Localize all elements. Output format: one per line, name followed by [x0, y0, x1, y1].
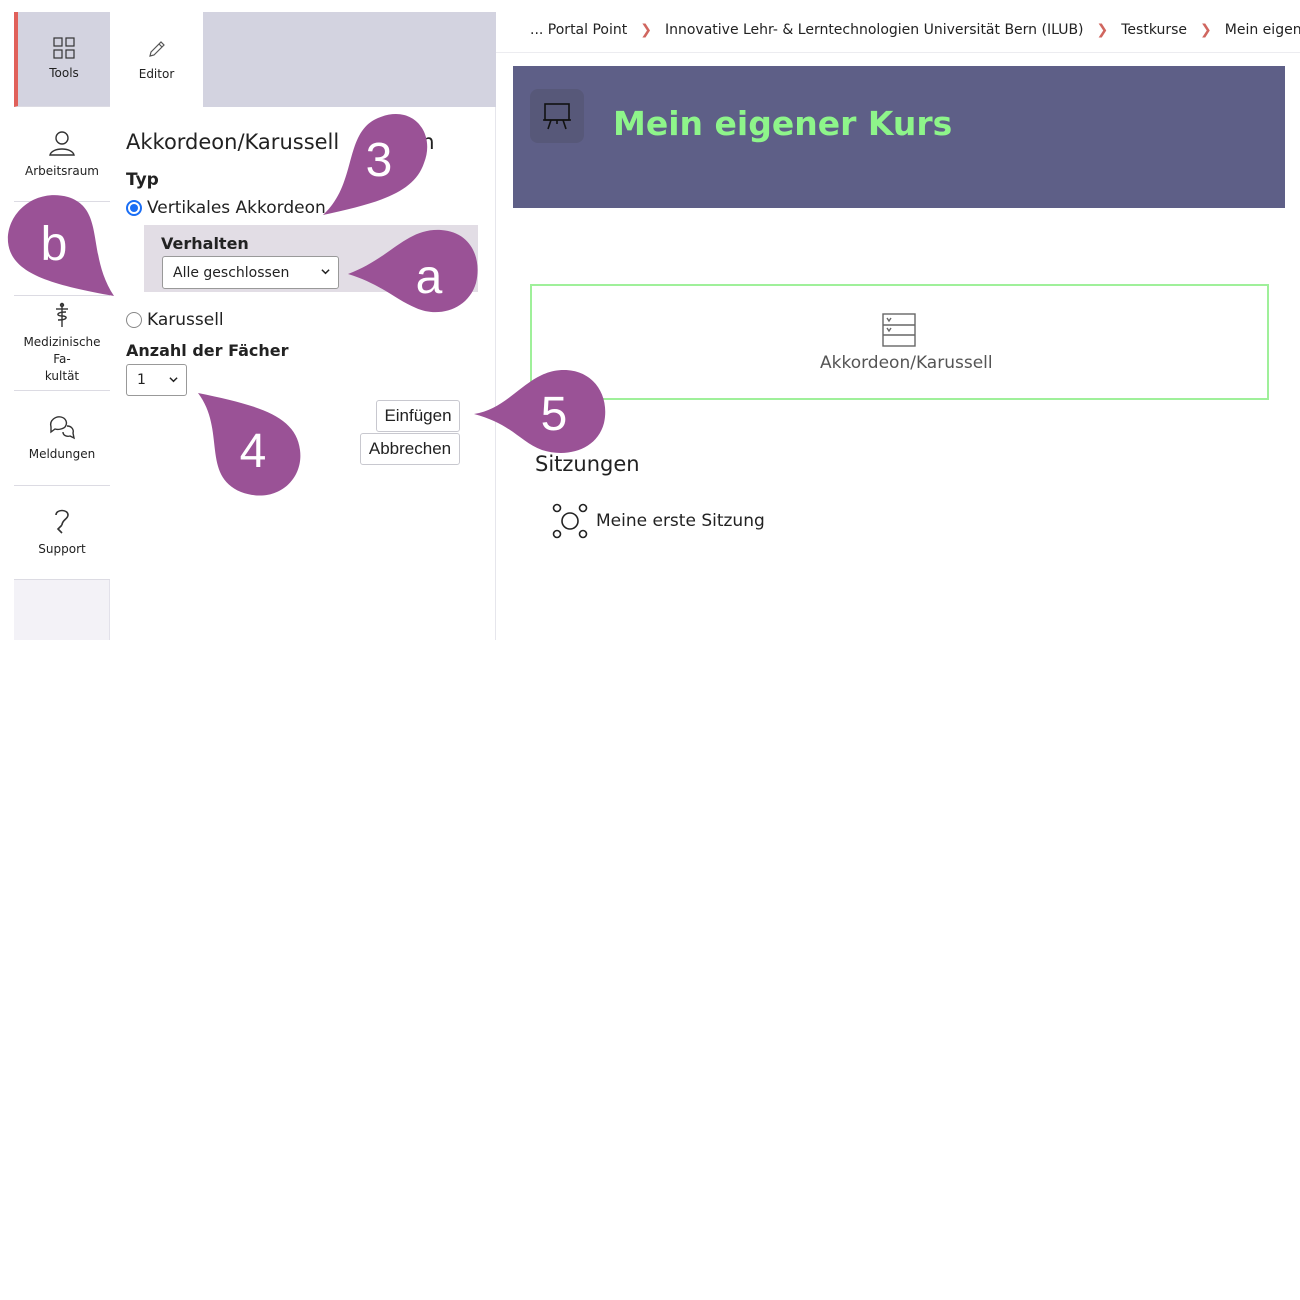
- breadcrumb-item[interactable]: Innovative Lehr- & Lerntechnologien Univ…: [664, 22, 1084, 38]
- tab-editor[interactable]: Editor: [110, 12, 203, 107]
- user-icon: [49, 130, 75, 156]
- rail-item-label: Medizinische Fa-kultät: [14, 334, 110, 385]
- radio-button-unchecked[interactable]: [126, 312, 142, 328]
- type-label: Typ: [126, 170, 159, 190]
- breadcrumb-item[interactable]: Testkurse: [1121, 22, 1188, 38]
- grid-icon: [53, 36, 75, 59]
- rail-item-tools[interactable]: Tools: [14, 12, 110, 107]
- breadcrumb-item[interactable]: ... Portal Point: [530, 22, 628, 38]
- pencil-icon: [148, 40, 165, 57]
- rail-item-label: Meldungen: [28, 446, 96, 461]
- behavior-select[interactable]: Alle geschlossen: [162, 256, 339, 289]
- session-nodes-icon: [552, 503, 588, 539]
- accordion-icon: [882, 313, 916, 347]
- rail-item-label: Tools: [49, 65, 79, 80]
- callout-marker-4: [198, 393, 301, 496]
- callout-number: 3: [365, 134, 393, 187]
- rail-item-medizinische-fakultaet[interactable]: Medizinische Fa-kultät: [14, 296, 110, 391]
- callout-marker-5: [474, 370, 606, 453]
- select-value: Alle geschlossen: [173, 264, 290, 281]
- tab-label: Editor: [138, 66, 175, 81]
- radio-carousel[interactable]: Karussell: [126, 310, 224, 330]
- behavior-label: Verhalten: [161, 234, 249, 253]
- callout-letter: a: [415, 251, 443, 304]
- chevron-down-icon: [169, 377, 178, 383]
- session-item[interactable]: Meine erste Sitzung: [551, 502, 765, 540]
- radio-vertical-accordion[interactable]: Vertikales Akkordeon: [126, 198, 326, 218]
- callout-marker-3: [323, 114, 428, 215]
- rail-item-label: Support: [38, 542, 86, 556]
- rail-item-arbeitsraum[interactable]: Arbeitsraum: [14, 107, 110, 202]
- accordion-placeholder-label: Akkordeon/Karussell: [820, 353, 993, 373]
- question-icon: [55, 509, 69, 534]
- rail-item-label: Arbeitsraum: [24, 163, 99, 178]
- rail-item-support[interactable]: Support: [14, 486, 110, 580]
- callout-number: 5: [540, 388, 568, 441]
- panel-count-label: Anzahl der Fächer: [126, 341, 289, 360]
- chat-bubbles-icon: [49, 415, 75, 439]
- panel-count-select[interactable]: 1: [126, 364, 187, 396]
- chevron-right-icon: ❯: [640, 22, 652, 38]
- course-title: Mein eigener Kurs: [613, 104, 953, 143]
- cancel-button[interactable]: Abbrechen: [360, 433, 460, 465]
- sessions-title: Sitzungen: [535, 452, 640, 476]
- session-label: Meine erste Sitzung: [596, 511, 765, 531]
- main-menu-rail: Tools Arbeitsraum Medizinische Fa-kultät…: [14, 12, 110, 640]
- chevron-right-icon: ❯: [1200, 22, 1212, 38]
- presentation-board-icon: [530, 89, 584, 143]
- radio-button-checked[interactable]: [126, 200, 142, 216]
- select-value: 1: [137, 372, 146, 388]
- caduceus-icon: [56, 302, 68, 327]
- insert-button[interactable]: Einfügen: [376, 400, 460, 432]
- breadcrumb: ... Portal Point ❯ Innovative Lehr- & Le…: [530, 22, 1300, 38]
- callout-marker-a: [348, 229, 478, 313]
- breadcrumb-item[interactable]: Mein eigener Kurs: [1224, 22, 1300, 38]
- callout-letter: b: [40, 218, 68, 271]
- chevron-right-icon: ❯: [1096, 22, 1109, 38]
- rail-item-meldungen[interactable]: Meldungen: [14, 391, 110, 486]
- panel-title-text: Akkordeon/Karussell: [126, 130, 340, 154]
- rail-label-line: kultät: [44, 368, 80, 383]
- radio-label: Vertikales Akkordeon: [147, 198, 326, 218]
- rail-label-line: Medizinische Fa-: [23, 334, 101, 366]
- callout-marker-b: [7, 195, 114, 296]
- radio-label: Karussell: [147, 310, 224, 330]
- accordion-placeholder[interactable]: [530, 284, 1269, 400]
- course-header: [513, 66, 1285, 208]
- chevron-down-icon: [321, 269, 330, 275]
- breadcrumb-divider: [496, 52, 1300, 53]
- callout-number: 4: [239, 425, 267, 478]
